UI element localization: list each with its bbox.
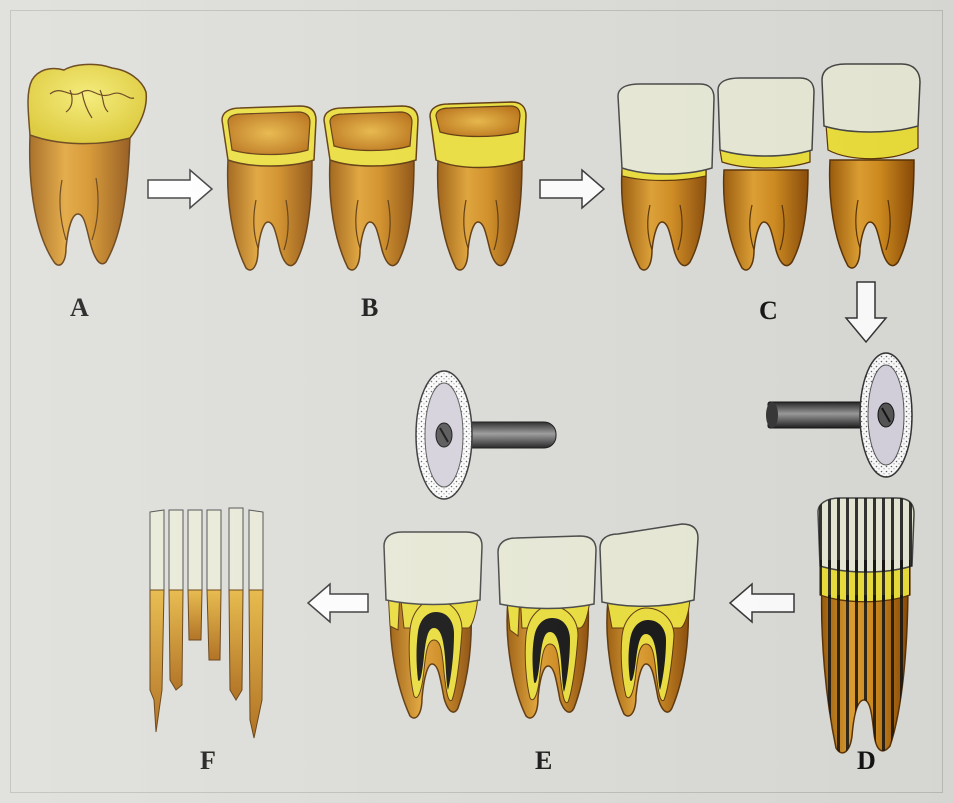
- tooth-b2-cavity-prep: [324, 106, 418, 270]
- label-c: C: [759, 298, 778, 324]
- arrow-d-to-e: [730, 584, 794, 622]
- tooth-e1-section: [384, 532, 482, 718]
- arrow-b-to-c: [540, 170, 604, 208]
- label-e: E: [535, 748, 552, 774]
- tooth-c2-restored: [718, 78, 814, 270]
- tooth-d-sectioned: [818, 498, 914, 753]
- tooth-f-slabs: [150, 508, 263, 738]
- arrow-e-to-f: [308, 584, 368, 622]
- tooth-c3-restored: [822, 64, 920, 268]
- tooth-c1-restored: [618, 84, 714, 270]
- label-b: B: [361, 295, 378, 321]
- slab-5: [229, 508, 243, 700]
- slab-6: [249, 510, 263, 738]
- label-f: F: [200, 748, 216, 774]
- tooth-b1-cavity-prep: [222, 106, 316, 270]
- label-d: D: [857, 748, 876, 774]
- slab-2: [169, 510, 183, 690]
- tooth-b3-cavity-prep: [430, 102, 526, 270]
- tooth-e2-section: [498, 536, 596, 718]
- slab-3: [188, 510, 202, 640]
- arrow-c-to-d: [846, 282, 886, 342]
- label-a: A: [70, 295, 89, 321]
- diamond-saw-disc-right-icon: [766, 353, 912, 477]
- slab-1: [150, 510, 164, 732]
- arrow-a-to-b: [148, 170, 212, 208]
- diamond-saw-disc-left-icon: [416, 371, 556, 499]
- tooth-e3-section: [600, 524, 698, 716]
- slab-4: [207, 510, 221, 660]
- tooth-a-intact-molar: [28, 64, 146, 265]
